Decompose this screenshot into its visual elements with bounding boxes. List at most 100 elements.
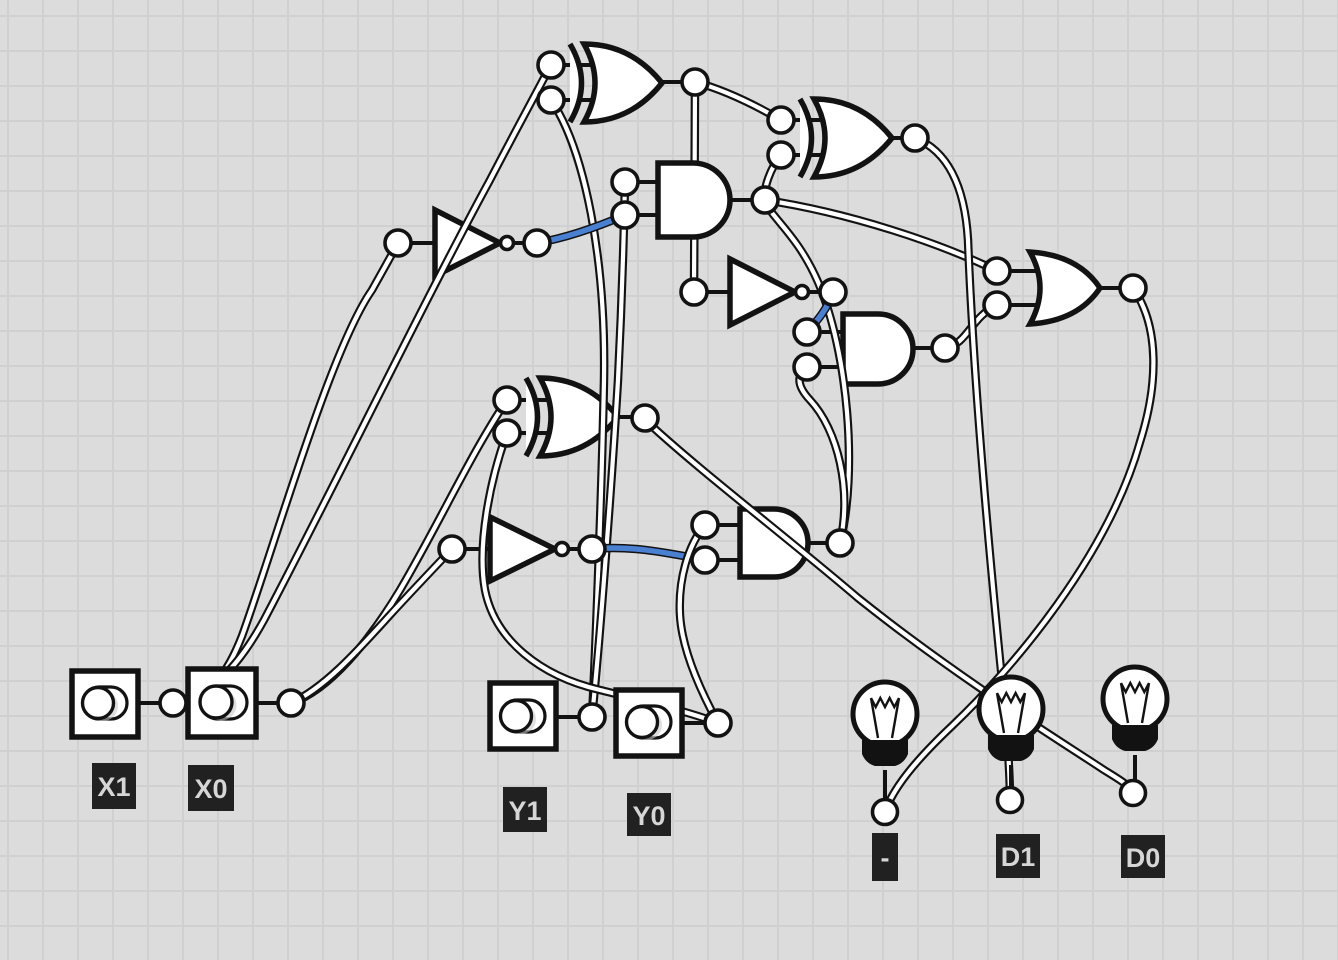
bulb-d0-glass — [1100, 664, 1170, 734]
port-not1-out[interactable] — [522, 228, 552, 258]
switch-y0-knob[interactable] — [624, 704, 660, 740]
bulb-d0[interactable] — [1100, 664, 1170, 782]
wire-x1-to-not1[interactable] — [168, 238, 403, 708]
not3-inverter-bubble — [553, 540, 571, 558]
label-y0: Y0 — [627, 793, 671, 836]
wire-x0-to-not3[interactable] — [286, 544, 457, 708]
and3-body — [737, 506, 811, 580]
wire-and1-to-or1[interactable] — [760, 195, 1002, 276]
switch-x1-knob[interactable] — [80, 685, 116, 721]
port-x0-out[interactable] — [276, 688, 306, 718]
switches-layer — [69, 666, 718, 759]
port-and2-in1[interactable] — [792, 317, 822, 347]
wire-x0-to-xor3[interactable] — [286, 395, 512, 708]
switch-y1-knob[interactable] — [498, 698, 534, 734]
not2-body — [727, 254, 802, 330]
bulb-d1[interactable] — [976, 674, 1046, 790]
and-gate-3[interactable] — [705, 506, 840, 580]
port-not3-in[interactable] — [437, 534, 467, 564]
port-xor3-in1[interactable] — [492, 385, 522, 415]
port-and1-out[interactable] — [750, 185, 780, 215]
xor2-body — [809, 96, 896, 180]
bulb-minus-glass — [850, 679, 920, 749]
port-not1-in[interactable] — [383, 228, 413, 258]
xor3-body — [535, 375, 622, 459]
label-y1: Y1 — [503, 787, 547, 832]
xor3-back-arc — [523, 376, 541, 458]
port-xor3-out[interactable] — [630, 403, 660, 433]
port-xor1-out[interactable] — [680, 67, 710, 97]
port-and2-out[interactable] — [930, 333, 960, 363]
port-or1-out[interactable] — [1118, 273, 1148, 303]
not2-inverter-bubble — [793, 283, 811, 301]
xor1-body — [579, 41, 666, 125]
label-d0: D0 — [1121, 835, 1165, 878]
wire-xor3-to-bulb-d0[interactable] — [638, 413, 1138, 798]
xor2-back-arc — [797, 97, 815, 179]
port-or1-in1[interactable] — [982, 256, 1012, 286]
port-y0-out[interactable] — [703, 708, 733, 738]
port-and3-in1[interactable] — [690, 510, 720, 540]
switch-y0[interactable] — [613, 687, 718, 759]
port-bulb-d0-in[interactable] — [1118, 778, 1148, 808]
labels-layer: X1 X0 Y1 Y0 - D1 D0 — [92, 763, 1165, 881]
xor-gate-1[interactable] — [551, 41, 695, 125]
switch-y1[interactable] — [487, 680, 592, 752]
port-xor1-in1[interactable] — [536, 50, 566, 80]
wire-x1-to-xor1[interactable] — [168, 60, 556, 708]
or-gate-1[interactable] — [997, 248, 1133, 328]
port-and1-in1[interactable] — [610, 167, 640, 197]
port-or1-in2[interactable] — [982, 290, 1012, 320]
and-gate-1[interactable] — [625, 160, 765, 240]
xor-gate-3[interactable] — [507, 375, 645, 459]
bulb-minus[interactable] — [850, 679, 920, 801]
port-and3-out[interactable] — [825, 528, 855, 558]
bulb-minus-filament — [869, 695, 901, 739]
label-x0-text: X0 — [194, 774, 227, 804]
label-y0-box — [627, 793, 671, 836]
wire-or1-to-bulb-minus[interactable] — [880, 283, 1158, 817]
port-xor3-in2[interactable] — [492, 418, 522, 448]
wire-y0-to-and3[interactable] — [675, 520, 723, 728]
switch-x1[interactable] — [69, 668, 188, 740]
xor-gate-2[interactable] — [781, 96, 915, 180]
port-xor1-in2[interactable] — [536, 85, 566, 115]
xor1-back-arc — [567, 42, 585, 124]
label-x0: X0 — [188, 765, 234, 811]
port-and3-in2[interactable] — [690, 545, 720, 575]
port-bulb-d1-in[interactable] — [995, 785, 1025, 815]
label-x1-box — [92, 763, 136, 809]
port-and2-in2[interactable] — [792, 352, 822, 382]
label-minus: - — [872, 833, 898, 881]
wire-y1-to-and1[interactable] — [587, 177, 630, 722]
port-not3-out[interactable] — [577, 534, 607, 564]
label-d0-box — [1121, 835, 1165, 878]
bulbs-layer — [850, 664, 1170, 801]
bulb-d1-filament — [995, 690, 1027, 734]
bulb-d0-filament — [1119, 680, 1151, 724]
port-xor2-in2[interactable] — [766, 140, 796, 170]
bulb-d0-base — [1112, 725, 1158, 751]
port-not2-out[interactable] — [818, 277, 848, 307]
port-and1-in2[interactable] — [610, 200, 640, 230]
port-xor2-out[interactable] — [900, 123, 930, 153]
switch-x0[interactable] — [185, 666, 291, 740]
label-minus-box — [872, 833, 898, 881]
port-x1-out[interactable] — [158, 688, 188, 718]
and-gate-2[interactable] — [807, 311, 945, 387]
not1-inverter-bubble — [498, 234, 516, 252]
label-d0-text: D0 — [1126, 843, 1161, 873]
label-y1-box — [503, 787, 547, 832]
port-bulb-minus-in[interactable] — [870, 797, 900, 827]
label-y1-text: Y1 — [508, 796, 541, 826]
gates-layer — [398, 41, 1133, 586]
port-not2-in[interactable] — [679, 277, 709, 307]
not3-body — [487, 512, 562, 586]
port-xor2-in1[interactable] — [766, 105, 796, 135]
label-x1-text: X1 — [97, 772, 130, 802]
wire-and3-to-and2[interactable] — [795, 362, 849, 548]
not-gate-3[interactable] — [452, 512, 592, 586]
port-y1-out[interactable] — [577, 702, 607, 732]
switch-x0-knob[interactable] — [198, 684, 234, 720]
